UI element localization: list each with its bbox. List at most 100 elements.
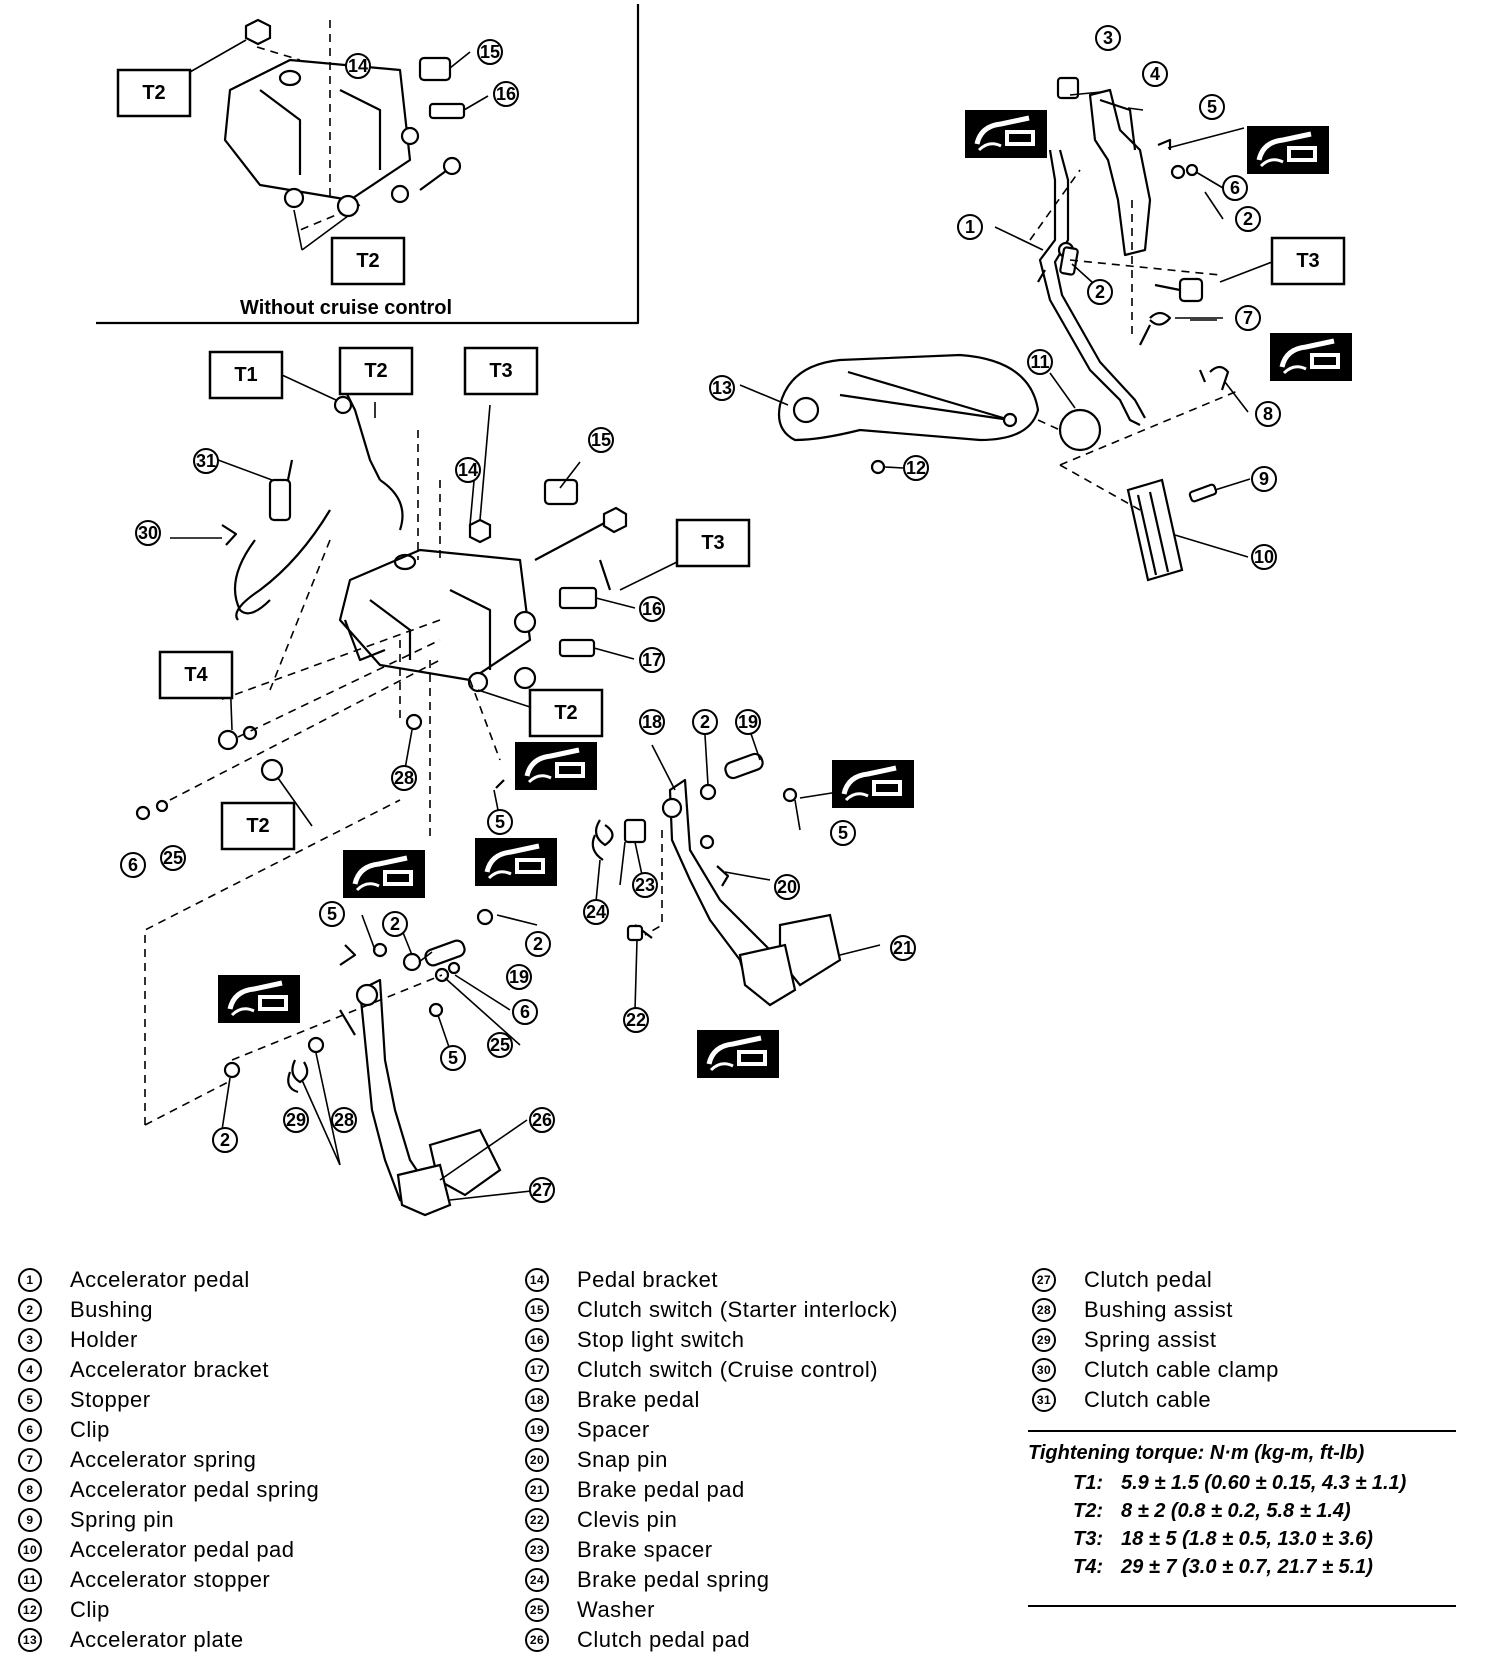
legend-number: 5 bbox=[18, 1388, 42, 1412]
svg-text:T1: T1 bbox=[234, 364, 257, 386]
svg-text:2: 2 bbox=[533, 934, 543, 954]
torque-box-t2: T2 bbox=[330, 236, 406, 286]
grease-gun-icon bbox=[515, 742, 597, 790]
svg-text:22: 22 bbox=[626, 1010, 646, 1030]
torque-value: 18 ± 5 (1.8 ± 0.5, 13.0 ± 3.6) bbox=[1121, 1527, 1373, 1550]
accelerator-assembly bbox=[739, 76, 1251, 582]
grease-gun-icon bbox=[475, 838, 557, 886]
legend-label: Spring assist bbox=[1084, 1327, 1217, 1352]
torque-row: T4:29 ± 7 (3.0 ± 0.7, 21.7 ± 5.1) bbox=[1073, 1553, 1456, 1581]
svg-text:14: 14 bbox=[458, 460, 478, 480]
svg-text:T2: T2 bbox=[142, 82, 165, 104]
svg-text:10: 10 bbox=[1254, 547, 1274, 567]
torque-box-t2: T2 bbox=[338, 346, 414, 396]
legend-label: Holder bbox=[70, 1327, 138, 1352]
legend-number: 19 bbox=[525, 1418, 549, 1442]
torque-row: T1:5.9 ± 1.5 (0.60 ± 0.15, 4.3 ± 1.1) bbox=[1073, 1469, 1456, 1497]
legend-number: 18 bbox=[525, 1388, 549, 1412]
torque-box-t3: T3 bbox=[1270, 236, 1346, 286]
svg-text:2: 2 bbox=[700, 712, 710, 732]
svg-text:T3: T3 bbox=[1296, 250, 1319, 272]
torque-row: T3:18 ± 5 (1.8 ± 0.5, 13.0 ± 3.6) bbox=[1073, 1525, 1456, 1553]
legend-number: 29 bbox=[1032, 1328, 1056, 1352]
svg-text:T3: T3 bbox=[701, 532, 724, 554]
torque-box-t2: T2 bbox=[528, 688, 604, 738]
torque-box-t4: T4 bbox=[158, 650, 234, 700]
legend-label: Accelerator pedal spring bbox=[70, 1477, 320, 1502]
torque-box-t3: T3 bbox=[675, 518, 751, 568]
tightening-torque-table: Tightening torque: N·m (kg-m, ft-lb) T1:… bbox=[1028, 1430, 1456, 1607]
svg-text:21: 21 bbox=[893, 938, 913, 958]
legend-label: Bushing bbox=[70, 1297, 154, 1322]
svg-text:30: 30 bbox=[138, 523, 158, 543]
torque-title: Tightening torque: N·m (kg-m, ft-lb) bbox=[1028, 1442, 1365, 1464]
legend-label: Snap pin bbox=[577, 1447, 668, 1472]
svg-text:15: 15 bbox=[480, 42, 500, 62]
legend-number: 14 bbox=[525, 1268, 549, 1292]
torque-value: 29 ± 7 (3.0 ± 0.7, 21.7 ± 5.1) bbox=[1121, 1555, 1373, 1578]
svg-text:18: 18 bbox=[642, 712, 662, 732]
svg-text:5: 5 bbox=[495, 812, 505, 832]
svg-text:23: 23 bbox=[635, 875, 655, 895]
svg-text:T2: T2 bbox=[246, 815, 269, 837]
svg-text:27: 27 bbox=[532, 1180, 552, 1200]
svg-text:3: 3 bbox=[1103, 28, 1113, 48]
grease-gun-icon bbox=[218, 975, 300, 1023]
legend-number: 17 bbox=[525, 1358, 549, 1382]
legend-label: Accelerator bracket bbox=[70, 1357, 270, 1382]
legend-label: Spring pin bbox=[70, 1507, 175, 1532]
svg-text:28: 28 bbox=[334, 1110, 354, 1130]
legend-item: 29 Spring assist bbox=[1032, 1325, 1279, 1355]
legend-number: 13 bbox=[18, 1628, 42, 1652]
legend-label: Brake pedal bbox=[577, 1387, 700, 1412]
torque-box-t2: T2 bbox=[220, 801, 296, 851]
svg-text:19: 19 bbox=[738, 712, 758, 732]
legend-number: 3 bbox=[18, 1328, 42, 1352]
svg-text:2: 2 bbox=[1243, 209, 1253, 229]
svg-text:14: 14 bbox=[348, 56, 368, 76]
clutch-pedal-assembly bbox=[144, 799, 541, 1217]
legend-label: Accelerator plate bbox=[70, 1627, 244, 1652]
legend-number: 30 bbox=[1032, 1358, 1056, 1382]
legend-number: 8 bbox=[18, 1478, 42, 1502]
svg-text:5: 5 bbox=[327, 904, 337, 924]
svg-text:6: 6 bbox=[520, 1002, 530, 1022]
legend-label: Clutch cable bbox=[1084, 1387, 1212, 1412]
legend-item: 19 Spacer bbox=[525, 1415, 898, 1445]
pedal-bracket-assembly bbox=[135, 389, 628, 840]
legend-number: 16 bbox=[525, 1328, 549, 1352]
inset-without-cruise-control: Without cruise control bbox=[96, 4, 640, 325]
legend-label: Accelerator pedal bbox=[70, 1267, 250, 1292]
legend-label: Pedal bracket bbox=[577, 1267, 719, 1292]
legend-number: 28 bbox=[1032, 1298, 1056, 1322]
legend-number: 27 bbox=[1032, 1268, 1056, 1292]
legend-label: Accelerator spring bbox=[70, 1447, 257, 1472]
torque-id: T1: bbox=[1073, 1471, 1103, 1494]
legend-item: 14 Pedal bracket bbox=[525, 1265, 898, 1295]
legend-label: Spacer bbox=[577, 1417, 650, 1442]
legend-label: Clutch pedal pad bbox=[577, 1627, 751, 1652]
grease-gun-icon bbox=[343, 850, 425, 898]
svg-text:6: 6 bbox=[1230, 178, 1240, 198]
legend-number: 10 bbox=[18, 1538, 42, 1562]
part-callouts: 15 14 16 3 4 5 6 2 1 2 7 11 13 8 12 9 10… bbox=[120, 25, 1281, 1203]
legend-label: Clip bbox=[70, 1597, 110, 1622]
svg-text:28: 28 bbox=[394, 768, 414, 788]
